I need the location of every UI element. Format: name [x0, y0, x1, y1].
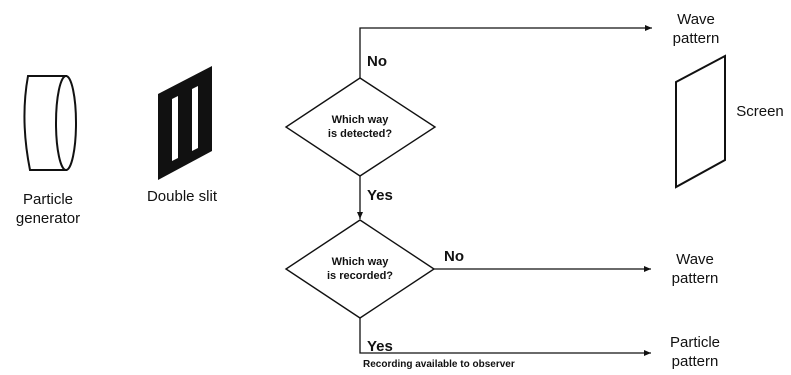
screen-icon	[675, 54, 726, 189]
branch-label-detected-yes: Yes	[367, 187, 393, 204]
outcome-middle-label: Wave pattern	[671, 251, 719, 287]
branch-label-recorded-yes: Yes	[367, 338, 393, 355]
branch-label-detected-no: No	[367, 53, 387, 70]
screen-label: Screen	[736, 103, 784, 120]
outcome-bottom-label: Particle pattern	[669, 334, 721, 370]
branch-label-recorded-no: No	[444, 248, 464, 265]
double-slit-label: Double slit	[146, 188, 218, 205]
particle-generator-icon	[23, 75, 77, 171]
decision-recorded-text: Which way is recorded?	[326, 256, 394, 282]
double-slit-icon	[158, 66, 212, 180]
decision-detected-text: Which way is detected?	[327, 114, 393, 140]
detected-no-connector	[359, 25, 652, 78]
recording-note: Recording available to observer	[363, 359, 515, 370]
particle-generator-label: Particle generator	[15, 191, 81, 227]
outcome-top-label: Wave pattern	[672, 11, 720, 47]
recorded-yes-connector	[359, 318, 651, 356]
